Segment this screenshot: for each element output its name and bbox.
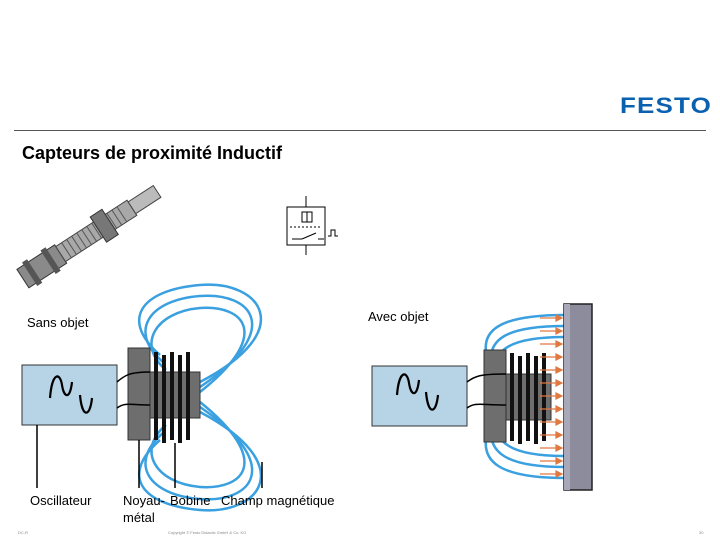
footer-left: DC-R (18, 530, 28, 535)
inductive-sensor-image (16, 184, 162, 289)
wiring-right (466, 373, 507, 409)
festo-logo: FESTO (620, 93, 712, 118)
label-without-object: Sans objet (27, 315, 89, 330)
label-metal-core-line1: Noyau- (123, 493, 165, 508)
label-with-object: Avec objet (368, 309, 429, 324)
oscillator-left (21, 364, 118, 426)
wiring-left (116, 371, 151, 409)
slide-title: Capteurs de proximité Inductif (22, 143, 283, 163)
oscillator-right (371, 365, 468, 427)
header-divider (14, 130, 706, 131)
core-coil-left (127, 347, 201, 443)
inductive-sensor-symbol (286, 196, 338, 255)
footer-page-number: 30 (699, 530, 704, 535)
eddy-current-arrows (540, 314, 564, 478)
label-metal-core-line2: métal (123, 510, 155, 525)
metal-object-plate (563, 303, 593, 491)
field-lines-left (138, 283, 263, 512)
core-coil-right (483, 349, 552, 444)
label-oscillator: Oscillateur (30, 493, 92, 508)
footer-copyright: Copyright © Festo Didactic GmbH & Co. KG (168, 530, 247, 535)
label-coil: Bobine (170, 493, 211, 508)
label-magnetic-field: Champ magnétique (221, 493, 335, 508)
label-leaders-left (36, 425, 263, 488)
